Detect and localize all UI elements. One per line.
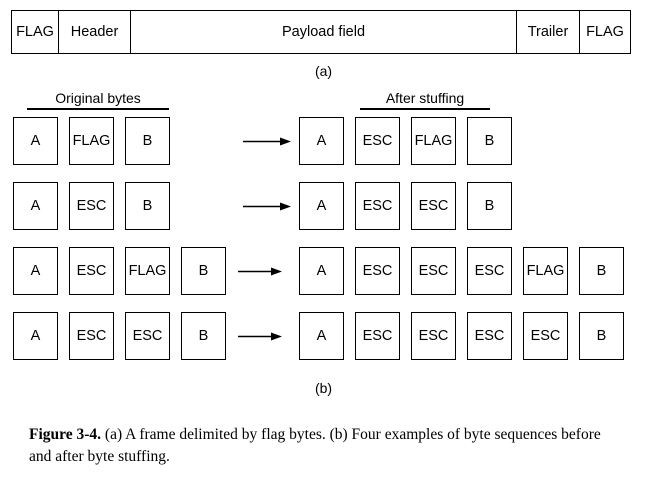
- byte-box: FLAG: [69, 117, 114, 165]
- right-arrow-icon: [243, 202, 291, 211]
- right-arrow-icon: [238, 267, 282, 276]
- byte-box: A: [299, 182, 344, 230]
- byte-stuffing-row: A ESC B A ESC ESC B: [0, 182, 647, 230]
- byte-box: ESC: [69, 312, 114, 360]
- column-heading-after-stuffing: After stuffing: [360, 91, 490, 110]
- frame-field-trailer: Trailer: [517, 11, 580, 53]
- byte-sequence-before: A FLAG B: [13, 117, 170, 165]
- byte-box: FLAG: [125, 247, 170, 295]
- byte-sequence-after: A ESC ESC ESC FLAG B: [299, 247, 624, 295]
- byte-box: B: [181, 312, 226, 360]
- byte-box: ESC: [355, 117, 400, 165]
- byte-box: A: [299, 312, 344, 360]
- byte-box: B: [579, 312, 624, 360]
- byte-sequence-before: A ESC ESC B: [13, 312, 226, 360]
- right-arrow-icon: [238, 332, 282, 341]
- figure-caption-label: Figure 3-4.: [29, 426, 102, 443]
- frame-structure-diagram: FLAG Header Payload field Trailer FLAG: [11, 10, 631, 54]
- byte-sequence-after: A ESC ESC ESC ESC B: [299, 312, 624, 360]
- byte-box: ESC: [355, 312, 400, 360]
- byte-box: ESC: [69, 247, 114, 295]
- frame-field-flag-end: FLAG: [586, 23, 624, 40]
- byte-stuffing-row: A ESC FLAG B A ESC ESC ESC FLAG B: [0, 247, 647, 295]
- byte-box: ESC: [125, 312, 170, 360]
- right-arrow-icon: [243, 137, 291, 146]
- part-label-b: (b): [314, 380, 333, 396]
- byte-stuffing-row: A FLAG B A ESC FLAG B: [0, 117, 647, 165]
- frame-field-payload: Payload field: [131, 11, 517, 53]
- byte-box: ESC: [411, 247, 456, 295]
- byte-box: A: [13, 117, 58, 165]
- byte-box: A: [13, 247, 58, 295]
- byte-sequence-after: A ESC FLAG B: [299, 117, 512, 165]
- byte-box: B: [467, 182, 512, 230]
- column-heading-original-bytes-text: Original bytes: [55, 90, 141, 106]
- byte-box: ESC: [411, 312, 456, 360]
- byte-box: ESC: [467, 312, 512, 360]
- byte-box: ESC: [411, 182, 456, 230]
- byte-box: ESC: [355, 247, 400, 295]
- column-heading-original-bytes: Original bytes: [27, 91, 169, 110]
- byte-box: ESC: [69, 182, 114, 230]
- frame-field-header: Header: [59, 11, 131, 53]
- byte-box: B: [579, 247, 624, 295]
- byte-box: A: [299, 117, 344, 165]
- column-heading-after-stuffing-text: After stuffing: [385, 90, 465, 106]
- byte-box: ESC: [355, 182, 400, 230]
- column-heading-after-rule: [360, 108, 490, 110]
- byte-box: A: [13, 312, 58, 360]
- byte-box: ESC: [523, 312, 568, 360]
- byte-box: A: [299, 247, 344, 295]
- byte-stuffing-row: A ESC ESC B A ESC ESC ESC ESC B: [0, 312, 647, 360]
- byte-sequence-after: A ESC ESC B: [299, 182, 512, 230]
- byte-box: ESC: [467, 247, 512, 295]
- part-label-a: (a): [314, 63, 333, 79]
- byte-box: FLAG: [523, 247, 568, 295]
- byte-sequence-before: A ESC FLAG B: [13, 247, 226, 295]
- byte-box: FLAG: [411, 117, 456, 165]
- byte-box: A: [13, 182, 58, 230]
- byte-box: B: [181, 247, 226, 295]
- frame-field-flag-start: FLAG: [12, 11, 59, 53]
- byte-box: B: [125, 117, 170, 165]
- column-heading-original-rule: [27, 108, 169, 110]
- byte-box: B: [467, 117, 512, 165]
- figure-caption-text: (a) A frame delimited by flag bytes. (b)…: [29, 426, 601, 465]
- figure-caption: Figure 3-4. (a) A frame delimited by fla…: [29, 424, 619, 468]
- byte-sequence-before: A ESC B: [13, 182, 170, 230]
- byte-box: B: [125, 182, 170, 230]
